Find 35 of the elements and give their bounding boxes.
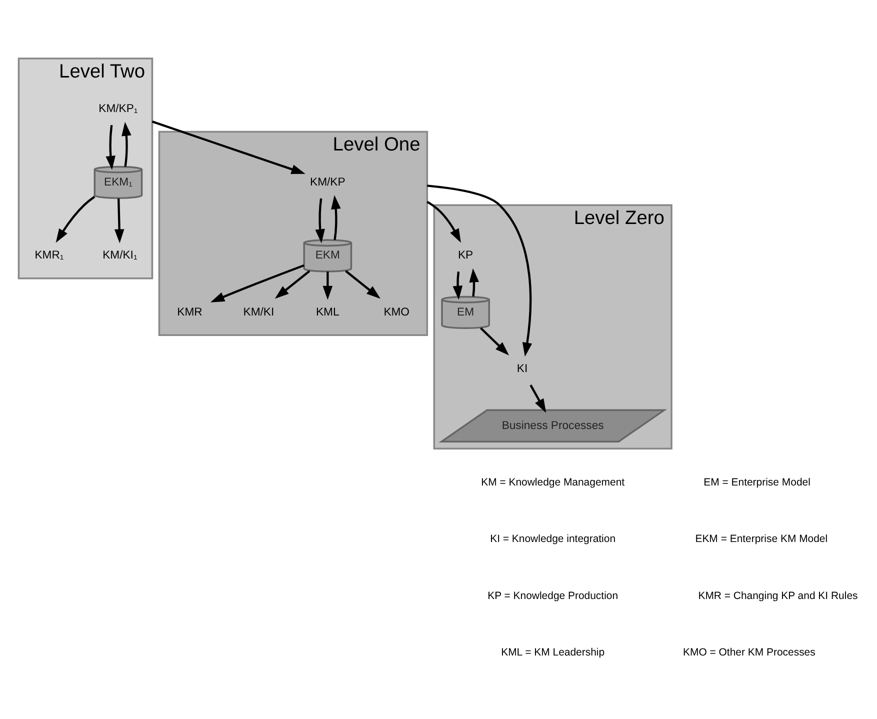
- arrow: [106, 124, 116, 170]
- node-text: KP: [458, 249, 474, 262]
- node-text: KMR₁: [34, 249, 64, 262]
- arrow: [114, 198, 124, 243]
- label: KMO = Other KM Processes: [683, 647, 816, 658]
- arrow: [469, 268, 479, 296]
- arrow: [427, 184, 532, 356]
- node-text: KM/KP₁: [98, 102, 138, 115]
- arrow: [331, 194, 341, 240]
- arrow: [452, 270, 463, 300]
- label: KI = Knowledge integration: [490, 534, 616, 545]
- arrow: [426, 200, 461, 242]
- arrow: [530, 384, 546, 412]
- label: KP = Knowledge Production: [488, 590, 618, 602]
- node-text: KMR: [177, 306, 202, 318]
- node-text: KM/KI: [243, 306, 274, 318]
- arrow: [480, 326, 510, 355]
- node-text: KM/KP: [310, 176, 346, 188]
- arrow: [210, 264, 304, 302]
- arrow: [56, 195, 96, 242]
- label: EM = Enterprise Model: [704, 476, 810, 488]
- arrow: [152, 120, 306, 174]
- arrow: [315, 198, 325, 243]
- label: EKM = Enterprise KM Model: [695, 534, 828, 545]
- node-text: KMO: [384, 306, 410, 318]
- arrow: [122, 121, 132, 166]
- label: KML = KM Leadership: [501, 647, 605, 658]
- node-text: KML: [316, 306, 340, 318]
- arrow: [322, 271, 333, 300]
- arrow: [345, 270, 380, 298]
- node-text: KM/KI₁: [102, 249, 138, 262]
- node-text: KI: [516, 362, 528, 375]
- label: KM = Knowledge Management: [481, 476, 625, 488]
- label: KMR = Changing KP and KI Rules: [698, 590, 858, 602]
- arrow: [274, 270, 310, 298]
